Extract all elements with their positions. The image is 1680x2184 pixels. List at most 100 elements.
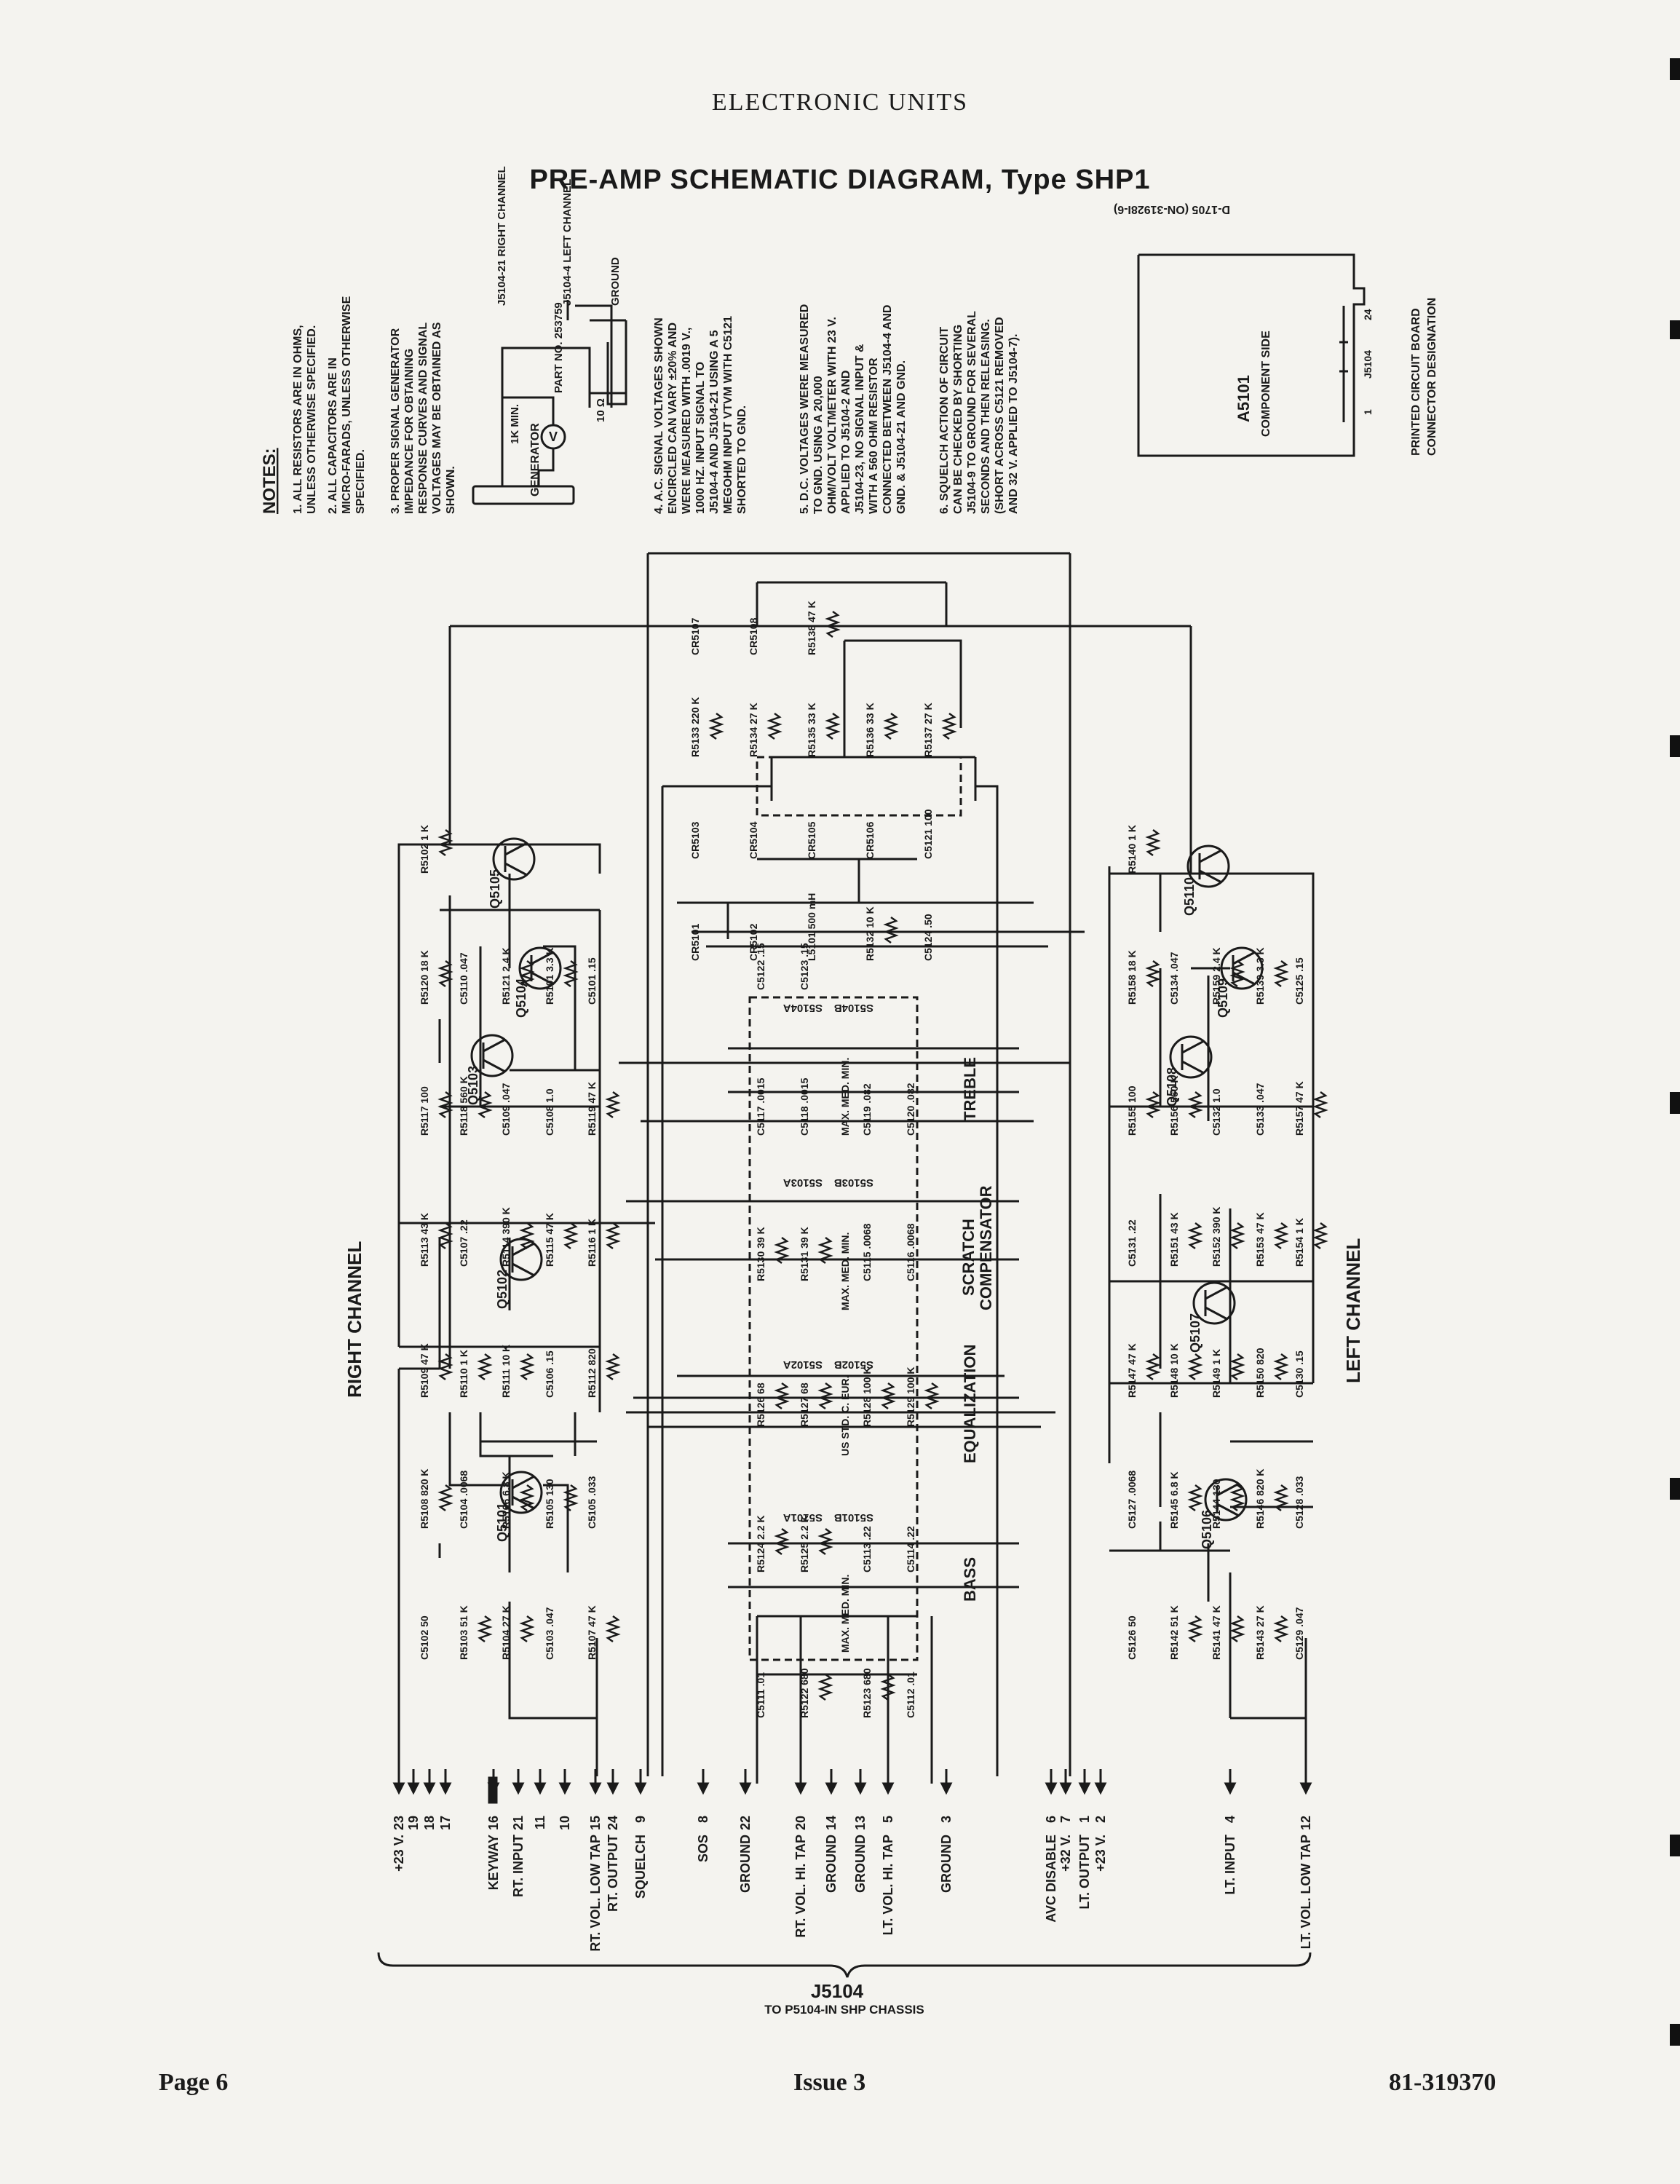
resistor-symbol [1187,1484,1203,1512]
part-label: R5130 39 K [755,1227,766,1281]
resistor-symbol [1312,1222,1328,1250]
resistor-symbol [774,1382,790,1410]
part-label: C5105 .033 [586,1476,598,1529]
resistor-symbol [605,1091,621,1119]
resistor-symbol [1145,1353,1161,1381]
transistor-lead [1181,1040,1205,1054]
center-wiring [619,552,1085,1784]
part-label: R5126 68 [755,1382,766,1427]
note-item-6: SECONDS AND THEN RELEASING. [980,319,992,514]
generator-label: GENERATOR [529,423,542,496]
part-label: R5152 390 K [1211,1206,1222,1267]
part-label: C5110 .047 [458,952,469,1005]
part-label: C5109 .047 [500,1083,512,1136]
resistor-symbol [1145,828,1161,857]
switch-section: S5104B [834,1002,873,1014]
note-item-3: RESPONSE CURVES AND SIGNAL [417,323,429,514]
part-label: C5101 .15 [586,957,598,1005]
source-resistor-label: 1K MIN. [509,404,521,444]
load-resistor-label: 10 Ω [595,398,607,422]
resistor-symbol [563,960,579,988]
resistor-symbol [880,1673,896,1701]
part-label: R5125 2.2 K [799,1515,810,1572]
transistor-lead [512,1242,535,1257]
note-item-3: SHOWN. [445,466,457,514]
ground-tap-label: GROUND [609,257,622,306]
part-label: C5123 .15 [799,943,810,990]
board-pin-1: 1 [1362,409,1374,415]
pin-arrow [534,1782,547,1795]
transistor-label: Q5110 [1182,877,1197,916]
resistor-symbol [880,1382,896,1410]
resistor-symbol [605,1615,621,1643]
part-label: R5103 51 K [458,1605,469,1660]
pin-label: SOS [696,1835,710,1862]
part-label: R5131 39 K [799,1227,810,1281]
resistor-symbol [708,712,724,740]
resistor-symbol [1273,1615,1289,1643]
transistor-lead [531,951,554,965]
keyway-block [488,1776,498,1804]
part-label: R5143 27 K [1254,1605,1266,1660]
board-box [1137,253,1366,457]
pin-arrow [1059,1782,1072,1795]
resistor-symbol [1187,1091,1203,1119]
pin-label: RT. VOL. HI. TAP [793,1835,808,1938]
part-label: R5135 33 K [806,703,817,757]
transistor-lead [1205,1306,1228,1321]
part-label: CR5104 [748,821,759,859]
note-item-4: SHORTED TO GND. [736,405,748,514]
pin-number: 10 [558,1816,572,1830]
resistor-symbol [1273,1353,1289,1381]
transistor-label: Q5106 [1200,1510,1214,1549]
part-label: C5116 .0068 [905,1223,916,1281]
transistor-lead [1205,1286,1228,1300]
bass-label: BASS [961,1557,979,1602]
part-label: R5151 43 K [1168,1212,1180,1267]
part-label: R5132 10 K [864,906,876,961]
part-label: R5107 47 K [586,1605,598,1660]
note-item-6: (SHORT ACROSS C5121 REMOVED [994,317,1006,514]
part-label: CR5101 [689,923,701,961]
transistor-lead [1181,1060,1205,1075]
binding-mark [1670,320,1680,339]
part-label: C5104 .0068 [458,1471,469,1529]
note-item-4: ENCIRCLED CAN VARY ±20% AND [667,323,679,514]
part-label: C5132 1.0 [1211,1088,1222,1136]
part-label: R5159 2.4 K [1211,947,1222,1005]
pin-arrow [1094,1782,1107,1795]
pin-number: 1 [1077,1816,1092,1823]
pin-label: AVC DISABLE [1044,1835,1058,1923]
part-label: C5124 .50 [922,914,934,961]
note-item-5: APPLIED TO J5104-2 AND [840,371,852,514]
pin-number: 6 [1044,1816,1058,1823]
part-label: R5119 47 K [586,1082,598,1136]
note-item-1: UNLESS OTHERWISE SPECIFIED. [306,325,318,514]
part-label: C5131 .22 [1126,1219,1138,1267]
part-label: R5133 220 K [689,697,701,757]
binding-mark [1670,58,1680,80]
pin-arrow [739,1782,752,1795]
notes: NOTES:1. ALL RESISTORS ARE IN OHMS,UNLES… [260,296,1020,514]
pin-arrow [439,1782,452,1795]
board-pin-24: 24 [1362,309,1374,320]
board-side: COMPONENT SIDE [1260,331,1272,437]
transistor-symbol [499,1471,543,1514]
binding-mark [1670,1835,1680,1856]
part-label: R5144 130 [1211,1479,1222,1529]
part-label: CR5103 [689,821,701,859]
resistor-symbol [1273,1484,1289,1512]
resistor-symbol [774,1236,790,1265]
transistor-lead [1199,869,1222,884]
right-channel-label: RIGHT CHANNEL [344,1241,365,1398]
part-label: R5105 130 [544,1479,555,1529]
note-item-5: CONNECTED BETWEEN J5104-4 AND [881,305,894,514]
part-label: C5127 .0068 [1126,1471,1138,1529]
note-item-5: TO GND. USING A 20,000 [812,376,825,514]
part-label: CR5105 [806,821,817,859]
resistor-symbol [519,1484,535,1512]
pin-number: 7 [1058,1816,1073,1823]
note-item-2: MICRO-FARADS, UNLESS OTHERWISE [341,296,353,514]
transistor-lead [1216,1482,1240,1497]
part-label: R5137 27 K [922,703,934,757]
